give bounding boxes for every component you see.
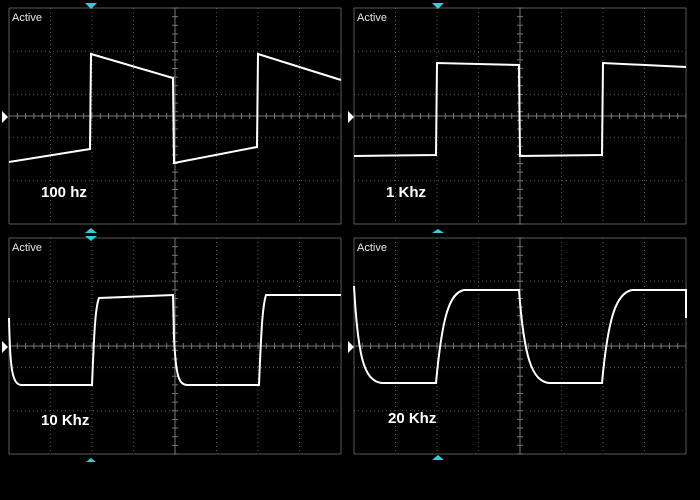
trigger-position-marker-icon[interactable] bbox=[432, 229, 444, 233]
scope-screen bbox=[353, 7, 687, 225]
scope-panel-100hz: Active 100 hz bbox=[8, 7, 342, 225]
status-label: Active bbox=[12, 12, 42, 24]
trigger-position-marker-icon[interactable] bbox=[86, 458, 96, 462]
frequency-label: 20 Khz bbox=[388, 410, 437, 427]
waveform-trace bbox=[353, 61, 687, 158]
status-label: Active bbox=[357, 12, 387, 24]
waveform-trace bbox=[8, 293, 341, 386]
scope-panel-20khz: Active 20 Khz bbox=[353, 237, 687, 455]
scope-screen bbox=[8, 7, 342, 225]
waveform-trace bbox=[8, 52, 342, 165]
ground-level-marker-icon[interactable] bbox=[2, 111, 8, 123]
status-label: Active bbox=[357, 242, 387, 254]
scope-panel-10khz: Active 10 Khz bbox=[8, 237, 342, 455]
scope-screen bbox=[8, 237, 342, 455]
trigger-position-marker-icon[interactable] bbox=[432, 455, 444, 460]
graticule bbox=[8, 7, 342, 225]
frequency-label: 100 hz bbox=[41, 184, 87, 201]
trigger-position-marker-icon[interactable] bbox=[85, 228, 97, 233]
status-label: Active bbox=[12, 242, 42, 254]
graticule bbox=[353, 7, 687, 225]
frequency-label: 1 Khz bbox=[386, 184, 427, 201]
scope-panel-1khz: Active 1 Khz bbox=[353, 7, 687, 225]
scope-screen bbox=[353, 237, 687, 455]
frequency-label: 10 Khz bbox=[41, 412, 90, 429]
ground-level-marker-icon[interactable] bbox=[2, 341, 8, 353]
waveform-trace bbox=[353, 285, 687, 384]
graticule bbox=[353, 237, 687, 455]
